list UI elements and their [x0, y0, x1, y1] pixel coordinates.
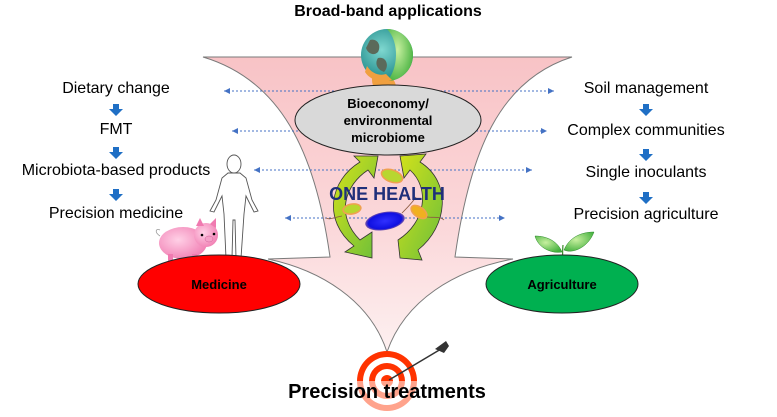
- right-item-complex-communities: Complex communities: [567, 122, 725, 139]
- right-item-soil-management: Soil management: [583, 80, 709, 97]
- left-item-fmt: FMT: [99, 121, 133, 138]
- left-item-microbiota-products: Microbiota-based products: [21, 162, 211, 179]
- pig-icon: [155, 218, 218, 262]
- down-arrow-icon: [639, 103, 653, 121]
- bioeconomy-label-line-1: Bioeconomy/: [347, 96, 429, 111]
- medicine-label: Medicine: [191, 277, 247, 292]
- title-precision-treatments: Precision treatments: [288, 381, 486, 403]
- left-item-precision-medicine: Precision medicine: [48, 205, 184, 222]
- right-item-single-inoculants: Single inoculants: [585, 164, 707, 181]
- title-broad-band-applications: Broad-band applications: [294, 3, 482, 20]
- bioeconomy-label-line-2: environmental: [344, 113, 433, 128]
- right-item-precision-agriculture: Precision agriculture: [573, 206, 719, 223]
- down-arrow-icon: [109, 103, 123, 121]
- agriculture-ellipse: [485, 254, 639, 314]
- recycling-arrows-icon: [333, 153, 443, 261]
- down-arrow-icon: [639, 191, 653, 209]
- left-item-dietary-change: Dietary change: [62, 80, 170, 97]
- globe-in-hand-icon: [361, 29, 413, 104]
- bacteria-icon: [325, 168, 445, 231]
- bioeconomy-ellipse: [294, 84, 482, 156]
- down-arrow-icon: [109, 188, 123, 206]
- agriculture-label: Agriculture: [527, 277, 596, 292]
- down-arrow-icon: [639, 148, 653, 166]
- human-silhouette-icon: [209, 154, 259, 259]
- target-with-arrow-icon: [355, 341, 449, 417]
- medicine-ellipse: [137, 254, 301, 314]
- one-health-label: ONE HEALTH: [329, 184, 445, 204]
- bioeconomy-label-line-3: microbiome: [351, 130, 425, 145]
- down-arrow-icon: [109, 146, 123, 164]
